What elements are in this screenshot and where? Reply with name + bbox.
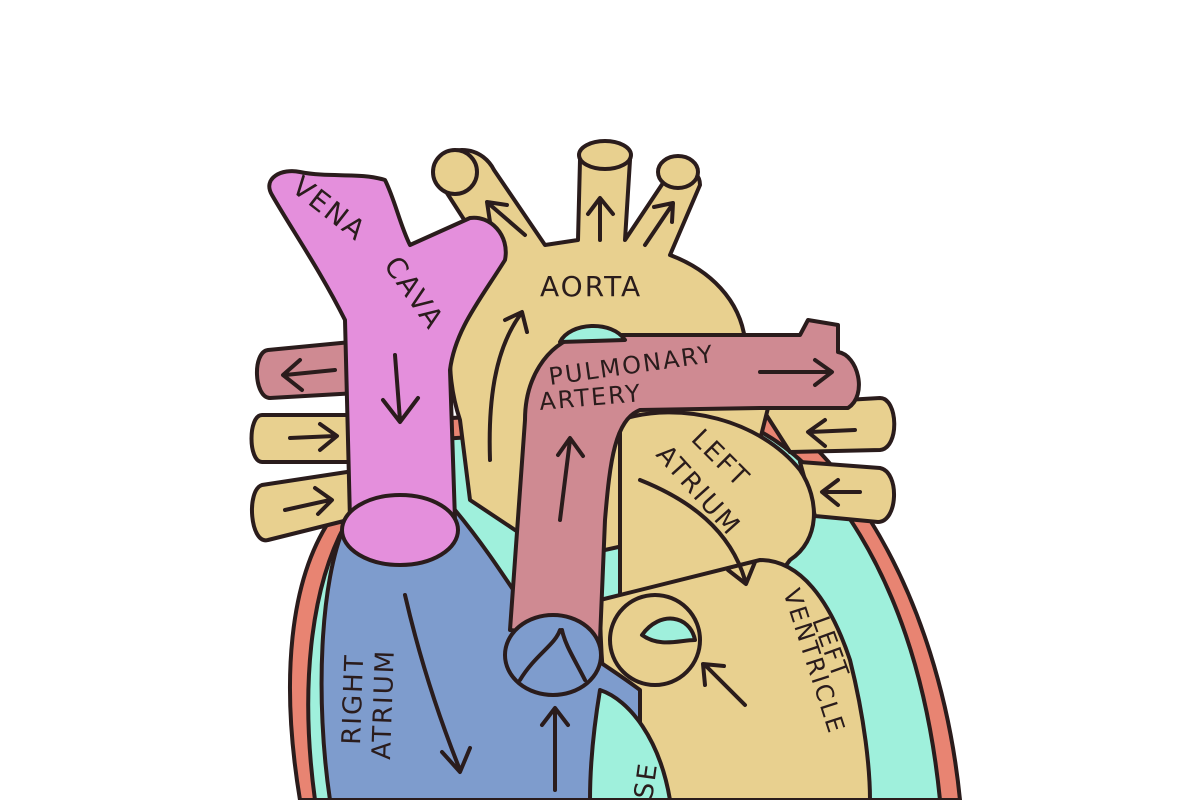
arrow-vena-cava-down — [381, 353, 420, 424]
pulmonary-valve-cusps — [518, 628, 587, 682]
aorta-inlet — [558, 324, 627, 344]
arrow-aorta-branch-3 — [643, 201, 675, 247]
arrow-aorta-curve — [487, 310, 529, 462]
label-septum-partial: SE — [629, 760, 664, 800]
pulmonary-artery — [508, 318, 861, 642]
pulmonary-valve — [503, 613, 603, 697]
vena-cava — [267, 169, 508, 541]
arrow-aorta-branch-1 — [485, 200, 527, 237]
arrow-left-atrium-flow — [638, 478, 757, 586]
right-vein-upper — [758, 396, 897, 454]
mitral-valve-cusp — [640, 616, 697, 645]
arrow-pulmonary-up — [556, 436, 585, 522]
arrow-left-vein-upper — [288, 422, 339, 452]
arrow-left-ventricle-flow — [701, 662, 747, 707]
label-right-atrium-line2: ATRIUM — [367, 648, 401, 760]
septum — [588, 688, 672, 800]
arrow-left-pulmonary — [281, 358, 337, 392]
arrow-right-vein-upper — [806, 418, 857, 448]
arrow-aorta-branch-2 — [586, 196, 615, 242]
aorta-branch-end-1 — [431, 148, 479, 196]
arrow-ventricle-up — [540, 706, 570, 792]
arrow-right-atrium-flow — [403, 593, 472, 774]
aorta-branch-end-3 — [656, 154, 700, 190]
arrow-left-vein-lower — [283, 486, 334, 516]
arrow-pulmonary-right — [758, 358, 834, 387]
vena-cava-opening — [340, 493, 460, 567]
aorta-branch-end-2 — [577, 139, 633, 171]
arrow-right-vein-lower — [820, 478, 862, 507]
right-atrium — [319, 508, 642, 800]
label-right-atrium-line1: RIGHT — [337, 653, 370, 745]
flow-arrows — [281, 196, 862, 792]
label-aorta: AORTA — [540, 270, 642, 303]
left-atrium — [618, 410, 816, 602]
